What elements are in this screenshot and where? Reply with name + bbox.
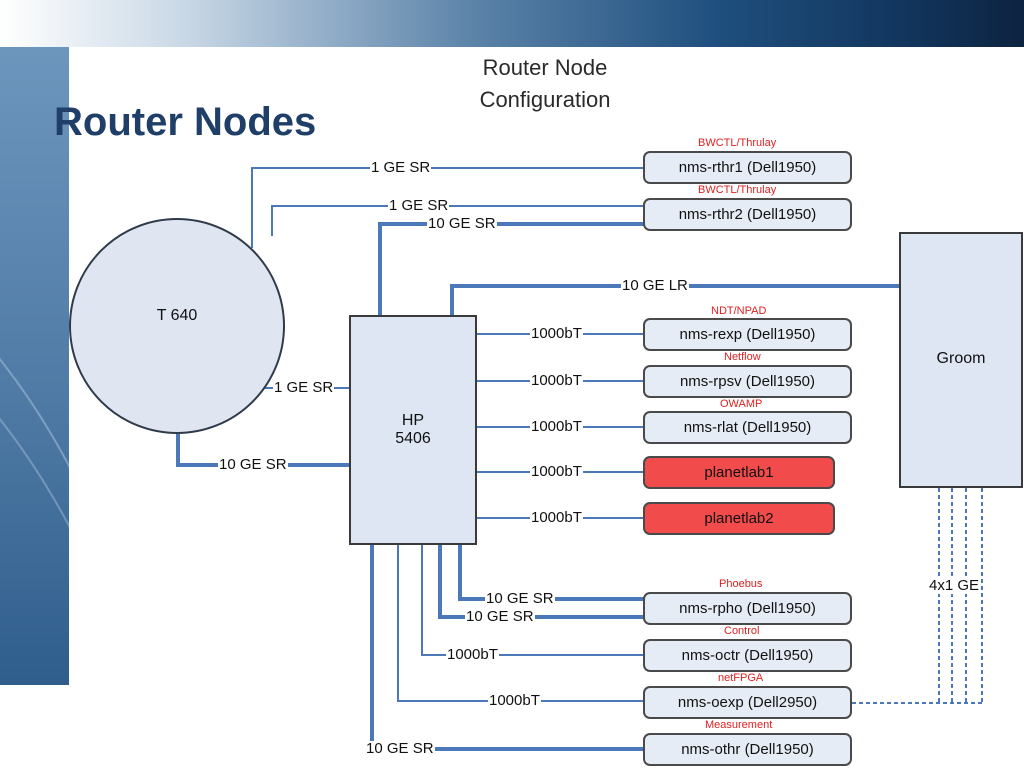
host-nms-octr: nms-octr (Dell1950) — [643, 639, 852, 672]
host-nms-rpsv: nms-rpsv (Dell1950) — [643, 365, 852, 398]
link-t640-rthr2 — [271, 205, 644, 236]
link-t640-hp-10g — [176, 434, 350, 467]
role-oexp: netFPGA — [718, 672, 764, 684]
hp-label-line-1: HP — [401, 412, 425, 429]
label-t640-rthr1: 1 GE SR — [370, 159, 432, 176]
role-rexp: NDT/NPAD — [711, 305, 767, 317]
label-hp-planetlab2: 1000bT — [530, 509, 583, 526]
link-hp-octr — [421, 545, 644, 656]
link-hp-rpho-a — [458, 545, 644, 601]
link-hp-rthr2 — [378, 222, 644, 316]
label-hp-rpho-b: 10 GE SR — [465, 608, 535, 625]
host-nms-rthr1: nms-rthr1 (Dell1950) — [643, 151, 852, 184]
label-hp-oexp: 1000bT — [488, 692, 541, 709]
label-groom-bundle: 4x1 GE — [928, 577, 981, 594]
label-hp-rpsv: 1000bT — [530, 372, 583, 389]
host-nms-rexp: nms-rexp (Dell1950) — [643, 318, 852, 351]
groom-node: Groom — [899, 232, 1023, 488]
hp-label-line-2: 5406 — [395, 430, 431, 447]
label-t640-rthr2: 1 GE SR — [388, 197, 450, 214]
label-hp-rexp: 1000bT — [530, 325, 583, 342]
role-rthr1: BWCTL/Thrulay — [698, 137, 777, 149]
link-hp-othr — [370, 545, 644, 751]
top-banner — [0, 0, 1024, 47]
role-rpho: Phoebus — [719, 578, 763, 590]
link-hp-oexp — [397, 545, 644, 702]
role-rpsv: Netflow — [724, 351, 761, 363]
label-t640-hp-10g: 10 GE SR — [218, 456, 288, 473]
heading-line-1: Router Node — [482, 55, 608, 80]
banner-swoosh — [0, 357, 69, 528]
label-hp-othr: 10 GE SR — [365, 740, 435, 757]
host-nms-othr: nms-othr (Dell1950) — [643, 733, 852, 766]
t640-router: T 640 — [69, 218, 285, 434]
role-othr: Measurement — [705, 719, 773, 731]
heading-line-2: Configuration — [479, 87, 611, 112]
host-nms-oexp: nms-oexp (Dell2950) — [643, 686, 852, 719]
label-hp-octr: 1000bT — [446, 646, 499, 663]
slide-title: Router Nodes — [54, 100, 317, 144]
role-octr: Control — [724, 625, 760, 637]
link-hp-rpho-b — [438, 545, 644, 619]
hp-5406-switch: HP 5406 — [349, 315, 477, 545]
diagram-heading: Router Node Configuration — [440, 52, 650, 116]
host-nms-rthr2: nms-rthr2 (Dell1950) — [643, 198, 852, 231]
label-hp-planetlab1: 1000bT — [530, 463, 583, 480]
role-rlat: OWAMP — [720, 398, 763, 410]
label-hp-rpho-a: 10 GE SR — [485, 590, 555, 607]
host-planetlab2: planetlab2 — [643, 502, 835, 535]
link-t640-rthr1 — [251, 167, 644, 248]
label-t640-hp-1g: 1 GE SR — [273, 379, 335, 396]
t640-label: T 640 — [156, 307, 198, 324]
role-rthr2: BWCTL/Thrulay — [698, 184, 777, 196]
label-hp-rlat: 1000bT — [530, 418, 583, 435]
label-hp-rthr2: 10 GE SR — [427, 215, 497, 232]
host-planetlab1: planetlab1 — [643, 456, 835, 489]
host-nms-rlat: nms-rlat (Dell1950) — [643, 411, 852, 444]
left-banner — [0, 47, 69, 685]
host-nms-rpho: nms-rpho (Dell1950) — [643, 592, 852, 625]
groom-label: Groom — [936, 350, 986, 367]
label-hp-groom: 10 GE LR — [621, 277, 689, 294]
link-hp-groom — [450, 284, 899, 316]
